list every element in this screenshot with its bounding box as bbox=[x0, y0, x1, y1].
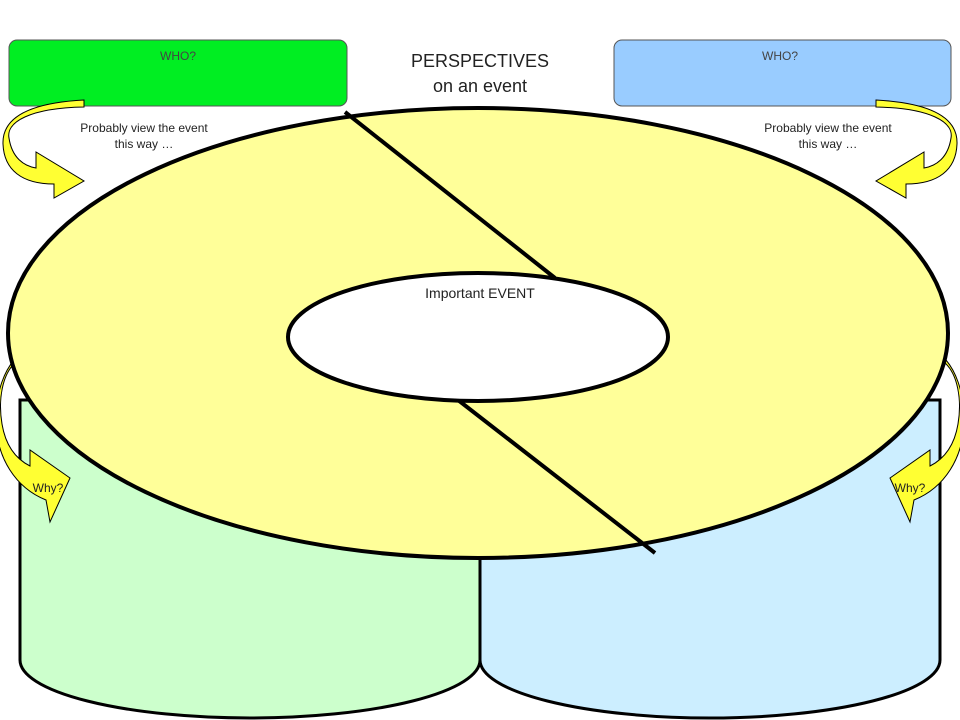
left-lower-curved-arrow-icon bbox=[0, 359, 71, 524]
right-who-box[interactable] bbox=[613, 39, 952, 107]
left-who-label: WHO? bbox=[160, 49, 196, 63]
right-lower-curved-arrow-icon bbox=[889, 359, 960, 524]
title-line2: on an event bbox=[433, 76, 527, 96]
left-why-label: Why? bbox=[33, 481, 64, 495]
left-view-line2: this way … bbox=[115, 137, 174, 151]
right-upper-curved-arrow-icon bbox=[875, 99, 958, 199]
upper-divider-line bbox=[343, 110, 557, 280]
left-view-line1: Probably view the event bbox=[80, 121, 208, 135]
event-center[interactable] bbox=[286, 271, 670, 403]
right-view-line1: Probably view the event bbox=[764, 121, 892, 135]
right-why-label: Why? bbox=[895, 481, 926, 495]
right-who-label: WHO? bbox=[762, 49, 798, 63]
left-upper-curved-arrow-icon bbox=[2, 99, 85, 199]
event-label: Important EVENT bbox=[425, 285, 535, 301]
lower-divider-line bbox=[456, 398, 657, 555]
title-line1: PERSPECTIVES bbox=[411, 51, 549, 71]
left-who-box[interactable] bbox=[8, 39, 348, 107]
right-view-line2: this way … bbox=[799, 137, 858, 151]
